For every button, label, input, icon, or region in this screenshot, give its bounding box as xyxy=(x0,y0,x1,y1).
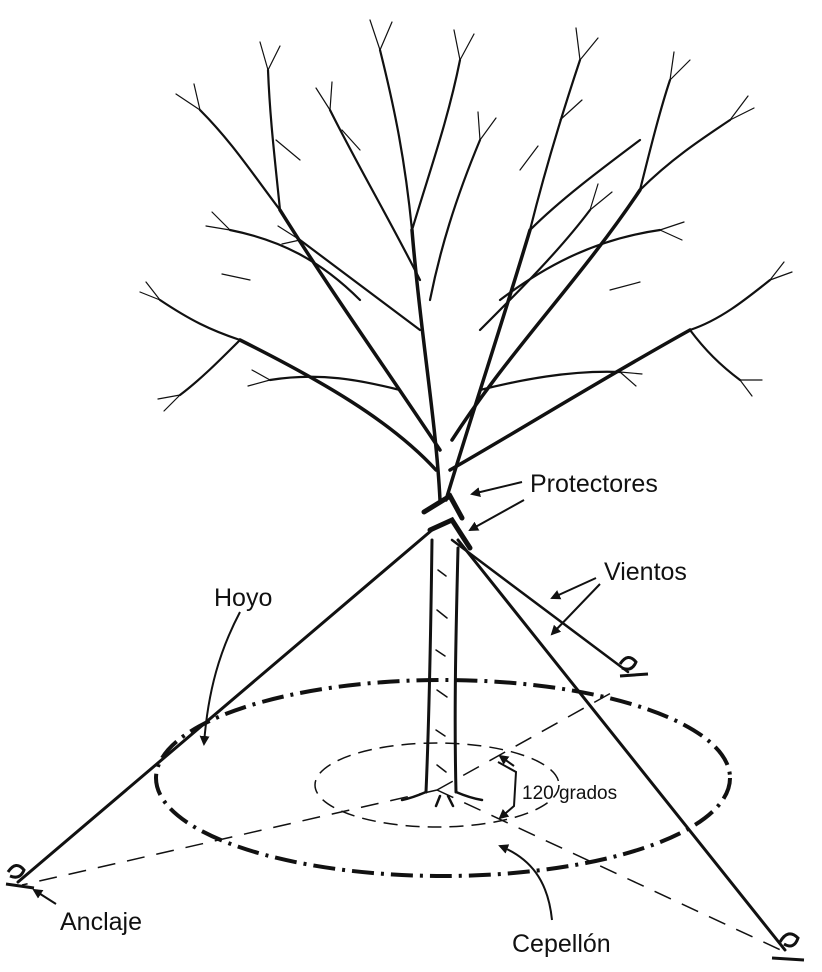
planting-hole-outline xyxy=(156,680,730,876)
tree-crown xyxy=(140,20,792,500)
label-vientos: Vientos xyxy=(604,560,687,585)
label-hoyo: Hoyo xyxy=(214,586,272,611)
grados-bracket xyxy=(498,762,516,818)
leader-lines xyxy=(34,482,600,920)
protectores-leader-2 xyxy=(470,500,524,530)
label-anclaje: Anclaje xyxy=(60,910,142,935)
protectores-leader-1 xyxy=(472,482,522,494)
label-120-grados: 120 grados xyxy=(522,784,617,803)
label-cepellon: Cepellón xyxy=(512,932,611,957)
hoyo-leader xyxy=(204,612,240,744)
vientos-leader-2 xyxy=(552,584,600,634)
label-protectores: Protectores xyxy=(530,472,658,497)
cepellon-leader xyxy=(500,846,552,920)
tree-trunk xyxy=(402,540,482,806)
guy-wires xyxy=(18,530,785,950)
anclaje-leader xyxy=(34,890,56,904)
